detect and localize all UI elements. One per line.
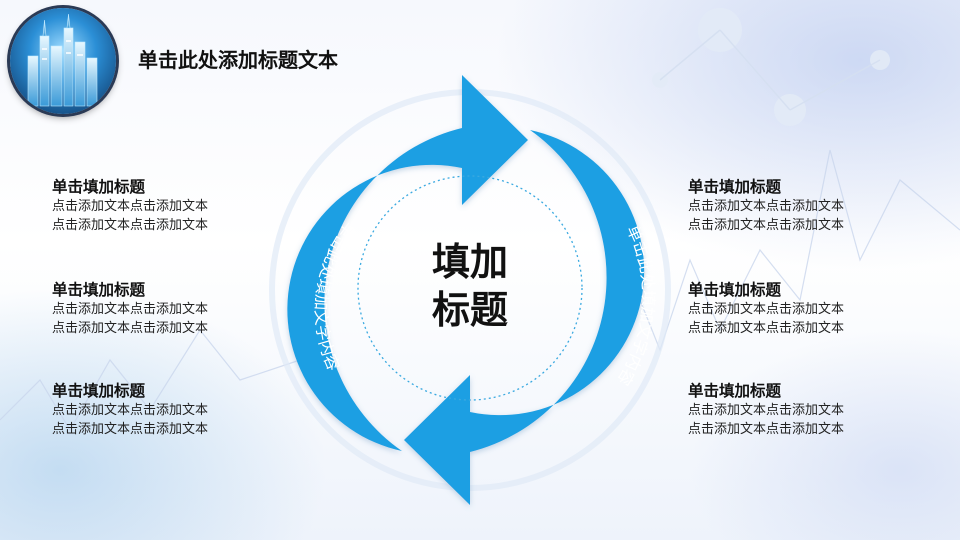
block-line: 点击添加文本点击添加文本 [688,321,845,336]
left-text-block-2[interactable]: 单击填加标题 点击添加文本点击添加文本 点击添加文本点击添加文本 [52,281,282,338]
block-line: 点击添加文本点击添加文本 [688,199,845,214]
block-line: 点击添加文本点击添加文本 [52,321,209,336]
arrow-right-band [404,130,645,505]
dotted-inner-ring [357,175,583,401]
city-logo-icon [10,8,116,114]
block-title: 单击填加标题 [52,178,146,196]
left-text-block-1[interactable]: 单击填加标题 点击添加文本点击添加文本 点击添加文本点击添加文本 [52,178,282,235]
block-title: 单击填加标题 [688,281,782,299]
block-line: 点击添加文本点击添加文本 [52,199,209,214]
block-line: 点击添加文本点击添加文本 [688,422,845,437]
block-line: 点击添加文本点击添加文本 [52,422,209,437]
center-title-line-1: 填加 [431,240,508,284]
right-text-block-2[interactable]: 单击填加标题 点击添加文本点击添加文本 点击添加文本点击添加文本 [688,281,918,338]
block-title: 单击填加标题 [52,382,146,400]
center-title-line-2: 标题 [431,288,508,332]
block-line: 点击添加文本点击添加文本 [688,302,845,317]
block-line: 点击添加文本点击添加文本 [52,403,209,418]
left-text-block-3[interactable]: 单击填加标题 点击添加文本点击添加文本 点击添加文本点击添加文本 [52,382,282,439]
block-title: 单击填加标题 [688,178,782,196]
center-title[interactable]: 填加 标题 [405,238,535,334]
page-title[interactable]: 单击此处添加标题文本 [138,48,338,72]
block-title: 单击填加标题 [688,382,782,400]
arrow-left-band [287,75,528,451]
block-line: 点击添加文本点击添加文本 [52,218,209,233]
right-text-block-1[interactable]: 单击填加标题 点击添加文本点击添加文本 点击添加文本点击添加文本 [688,178,918,235]
block-line: 点击添加文本点击添加文本 [688,218,845,233]
block-title: 单击填加标题 [52,281,146,299]
block-line: 点击添加文本点击添加文本 [52,302,209,317]
block-line: 点击添加文本点击添加文本 [688,403,845,418]
right-text-block-3[interactable]: 单击填加标题 点击添加文本点击添加文本 点击添加文本点击添加文本 [688,382,918,439]
